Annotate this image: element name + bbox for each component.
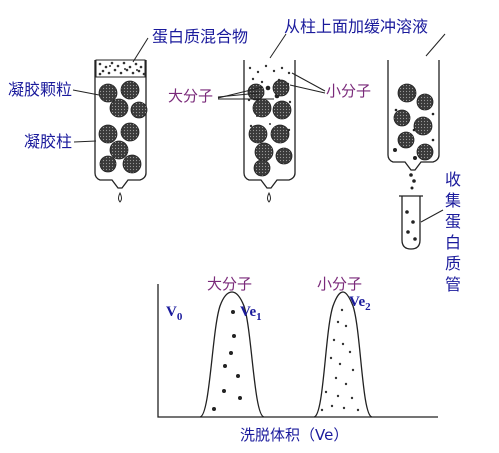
label-gel-column: 凝胶柱 — [24, 132, 72, 151]
leader-gel-column — [73, 140, 97, 143]
labels-top: 蛋白质混合物 从柱上面加缓冲溶液 凝胶颗粒 凝胶柱 大分子 小分子 收 集 蛋 … — [8, 17, 461, 294]
peak-1-dots — [212, 310, 242, 411]
gel-beads — [247, 79, 293, 177]
peak-2-dots — [320, 308, 360, 412]
label-small-molecule: 小分子 — [326, 82, 371, 100]
leader-add-buffer-left — [269, 33, 287, 59]
label-collect-tube: 收 集 蛋 白 质 管 — [445, 170, 461, 294]
collect-char-2: 集 — [445, 191, 461, 210]
leader-small-1 — [291, 72, 326, 92]
leader-protein-mixture — [132, 37, 149, 63]
collection-tube — [399, 195, 423, 250]
label-gel-particles: 凝胶颗粒 — [8, 80, 72, 99]
v0-label: V0 — [166, 304, 183, 323]
peak-2-curve — [313, 291, 373, 418]
leader-small-2 — [289, 84, 326, 94]
droplet — [118, 191, 122, 203]
collect-char-4: 白 — [445, 233, 461, 252]
peak-1-curve — [199, 291, 265, 418]
eluting-dots — [393, 108, 435, 190]
elution-chart: 大分子 小分子 V0 Ve1 Ve2 洗脱体积（Ve） — [157, 275, 438, 444]
protein-mixture-dots — [98, 61, 146, 76]
leader-gel-particles — [72, 89, 100, 96]
gel-beads — [393, 83, 434, 161]
collect-char-3: 蛋 — [445, 212, 461, 231]
column-2 — [243, 60, 296, 203]
chart-axes — [157, 284, 438, 418]
column-3 — [387, 60, 440, 250]
leader-add-buffer-right — [425, 33, 446, 57]
leader-collect-tube — [420, 209, 444, 223]
gel-beads — [98, 80, 148, 174]
collect-char-5: 质 — [445, 254, 461, 273]
collect-char-1: 收 — [445, 170, 461, 189]
leader-large-2 — [217, 86, 264, 99]
ve2-label: Ve2 — [349, 294, 371, 313]
ve1-label: Ve1 — [240, 304, 262, 323]
collect-char-6: 管 — [445, 275, 461, 294]
x-axis-label: 洗脱体积（Ve） — [240, 426, 348, 444]
droplet — [267, 191, 271, 203]
label-protein-mixture: 蛋白质混合物 — [152, 27, 248, 46]
label-large-molecule: 大分子 — [168, 87, 213, 105]
label-add-buffer: 从柱上面加缓冲溶液 — [284, 17, 428, 36]
peak-1-label: 大分子 — [207, 275, 252, 293]
column-1 — [94, 59, 148, 203]
peak-2-label: 小分子 — [317, 275, 362, 293]
